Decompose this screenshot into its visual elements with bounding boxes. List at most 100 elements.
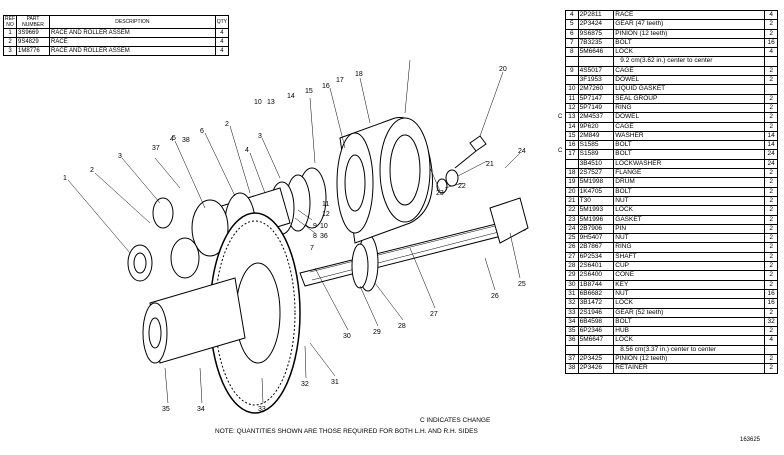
callout-37: 37 [152, 145, 160, 152]
description-cell: LOCK [613, 205, 766, 216]
ref-cell: 11 [565, 93, 579, 104]
callout-3: 3 [118, 153, 122, 160]
qty-cell: 2 [764, 75, 778, 86]
part-number-cell: 6B4598 [577, 316, 615, 328]
description-cell: HUB [613, 326, 766, 337]
description-cell: NUT [613, 288, 766, 300]
callout-10: 10 [254, 99, 262, 106]
part-number-cell: S1589 [577, 149, 615, 160]
callout-2b: 2 [225, 121, 229, 128]
part-number-cell: 2P2811 [577, 9, 615, 21]
ref-cell: 29 [565, 270, 579, 281]
description-cell: WASHER [613, 130, 766, 142]
callout-30: 30 [343, 333, 351, 340]
part-number-cell: 3F1953 [577, 75, 615, 86]
qty-cell: 4 [764, 47, 778, 58]
ref-cell: 1 [3, 28, 17, 38]
ref-cell: 26 [565, 242, 579, 253]
qty-cell: 2 [764, 270, 778, 281]
qty-cell [764, 56, 778, 67]
part-number-cell: 3S9669 [16, 28, 50, 38]
ref-cell: 37 [565, 353, 579, 365]
description-cell: CAGE [613, 65, 766, 77]
description-cell: GEAR (47 teeth) [613, 19, 766, 30]
part-number-cell: 1K4705 [577, 186, 615, 197]
part-number-cell: 3B1472 [577, 298, 615, 309]
part-number-cell: 5P7149 [577, 102, 615, 114]
ref-cell: 12 [565, 102, 579, 114]
ref-cell: 34 [565, 316, 579, 328]
callout-5: 5 [172, 135, 176, 142]
description-cell: DRUM [613, 177, 766, 188]
part-number-cell: 2M7260 [577, 84, 615, 95]
qty-cell: 16 [764, 288, 778, 300]
ref-cell: 5 [565, 19, 579, 30]
part-number-cell: 2B7867 [577, 242, 615, 253]
ref-cell: 22 [565, 205, 579, 216]
qty-cell: 2 [764, 353, 778, 365]
ref-cell: 14 [565, 121, 579, 132]
description-cell: SEAL GROUP [613, 93, 766, 104]
description-cell: BOLT [613, 316, 766, 328]
ref-cell: 6 [565, 28, 579, 39]
qty-cell: 2 [764, 186, 778, 197]
callout-16: 16 [322, 83, 330, 90]
ref-cell: 17 [565, 149, 579, 160]
qty-cell: 2 [764, 19, 778, 30]
callout-18: 18 [355, 71, 363, 78]
part-number-cell [577, 56, 615, 67]
ref-cell: 21 [565, 195, 579, 207]
description-cell: GASKET [613, 214, 766, 225]
qty-cell: 4 [214, 28, 230, 38]
col-part-number: PART NUMBER [16, 15, 50, 29]
col-ref-no: REF NO [3, 15, 17, 29]
callout-24: 24 [518, 148, 526, 155]
qty-cell: 16 [764, 298, 778, 309]
description-cell: BOLT [613, 149, 766, 160]
ref-cell: 36 [565, 335, 579, 346]
part-number-cell: 6P2534 [577, 251, 615, 263]
callout-1: 1 [63, 175, 67, 182]
description-cell: NUT [613, 233, 766, 244]
description-cell: RING [613, 102, 766, 114]
callout-11: 11 [322, 201, 329, 208]
qty-cell: 2 [764, 260, 778, 272]
callout-29: 29 [373, 329, 381, 336]
description-cell: RACE [613, 9, 766, 21]
description-cell: PIN [613, 223, 766, 235]
ref-cell: 10 [565, 84, 579, 95]
part-number-cell: 5M1996 [577, 214, 615, 225]
callout-8: 8 [313, 233, 317, 240]
qty-cell: 24 [764, 158, 778, 170]
change-note: C INDICATES CHANGE [420, 417, 491, 424]
callout-9: 9 [313, 223, 317, 230]
callout-25: 25 [518, 281, 526, 288]
callout-26: 26 [491, 293, 499, 300]
qty-cell: 16 [764, 37, 778, 49]
qty-cell: 2 [764, 205, 778, 216]
change-mark: C [558, 114, 563, 120]
part-number-cell: 5M1998 [577, 177, 615, 188]
qty-cell: 2 [764, 242, 778, 253]
part-number-cell: 6B6682 [577, 288, 615, 300]
description-cell: PINION (12 teeth) [613, 28, 766, 39]
callout-15: 15 [305, 88, 313, 95]
part-number-cell [577, 344, 615, 356]
